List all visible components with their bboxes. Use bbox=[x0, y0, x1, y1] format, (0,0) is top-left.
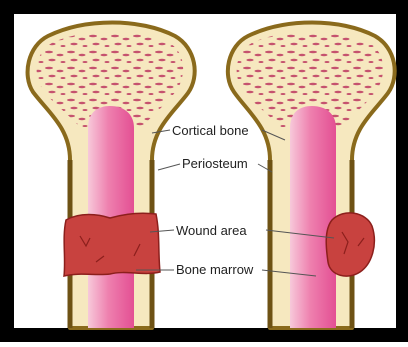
label-periosteum: Periosteum bbox=[182, 156, 248, 171]
label-bone-marrow: Bone marrow bbox=[176, 262, 254, 277]
bone-marrow-right bbox=[290, 106, 336, 328]
label-wound-area: Wound area bbox=[176, 223, 247, 238]
wound-area-left bbox=[64, 213, 160, 276]
label-cortical-bone: Cortical bone bbox=[172, 123, 249, 138]
